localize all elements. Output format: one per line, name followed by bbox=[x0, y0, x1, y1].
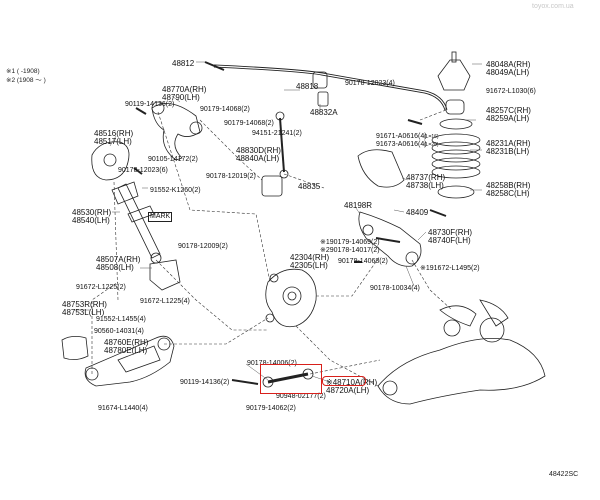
label-48835: 48835 bbox=[298, 182, 321, 191]
label-90178-12023-4: 90178-12023(4) bbox=[345, 80, 395, 87]
label-91673-a0616: 91673-A0616(4) bbox=[376, 141, 427, 148]
shock-top-mount bbox=[91, 141, 130, 181]
label-91672-l1225-4: 91672-L1225(4) bbox=[140, 298, 190, 305]
label-48530: 48530(RH) bbox=[72, 208, 112, 217]
label-48830d: 48830D(RH) bbox=[236, 146, 281, 155]
label-91671-length: (L=16) bbox=[424, 134, 439, 140]
label-90105-14172: 90105-14172(2) bbox=[148, 156, 198, 163]
stabilizer-bar bbox=[213, 64, 448, 111]
label-48540: 48540(LH) bbox=[72, 216, 110, 225]
label-48790: 48790(LH) bbox=[162, 93, 200, 102]
label-48840a: 48840A(LH) bbox=[236, 154, 280, 163]
label-91673-length: (L=20) bbox=[424, 142, 439, 148]
label-48770a: 48770A(RH) bbox=[162, 85, 207, 94]
label-48049a: 48049A(LH) bbox=[486, 68, 530, 77]
toe-link-highlight-box bbox=[260, 364, 322, 394]
lower-bracket bbox=[149, 259, 181, 291]
label-48409: 48409 bbox=[406, 208, 429, 217]
label-91552-l1455: 91552-L1455(4) bbox=[96, 316, 146, 323]
label-90178-12023-6: 90178-12023(6) bbox=[118, 167, 168, 174]
label-48710a: ※48710A(RH) bbox=[326, 378, 378, 387]
watermark: toyox.com.ua bbox=[532, 3, 574, 10]
label-90179-14062: 90179-14062(2) bbox=[246, 405, 296, 412]
spring-bumper bbox=[357, 149, 405, 188]
label-48740f: 48740F(LH) bbox=[428, 236, 471, 245]
bump-stopper bbox=[445, 99, 465, 115]
legend-note-1: ※1 ( -1908) bbox=[6, 68, 40, 75]
label-48753l: 48753L(LH) bbox=[62, 308, 105, 317]
label-48258b: 48258B(RH) bbox=[486, 181, 531, 190]
label-42305: 42305(LH) bbox=[290, 261, 328, 270]
label-48507a: 48507A(RH) bbox=[96, 255, 141, 264]
label-90179-14068-a: 90179-14068(2) bbox=[200, 106, 250, 113]
rear-arm-assembly bbox=[377, 338, 546, 405]
label-48818: 48818 bbox=[296, 82, 319, 91]
legend-note-2: ※2 (1908 〜 ) bbox=[6, 77, 46, 84]
label-90560-14031: 90560-14031(4) bbox=[94, 328, 144, 335]
label-90178-12009: 90178-12009(2) bbox=[178, 243, 228, 250]
label-42304: 42304(RH) bbox=[290, 253, 330, 262]
trailing-arm bbox=[358, 211, 422, 267]
label-48258c: 48258C(LH) bbox=[486, 189, 530, 198]
label-48780e: 48780E(LH) bbox=[104, 346, 148, 355]
label-90119-14136-a: 90119-14136(2) bbox=[125, 101, 175, 108]
label-90178-14017: ※290178-14017(2) bbox=[320, 247, 380, 254]
upper-mount bbox=[437, 59, 471, 91]
label-48720a: 48720A(LH) bbox=[326, 386, 370, 395]
label-mark: MARK bbox=[148, 212, 173, 222]
label-90119-14136-b: 90119-14136(2) bbox=[180, 379, 230, 386]
label-48231b: 48231B(LH) bbox=[486, 147, 530, 156]
label-48832a: 48832A bbox=[310, 108, 338, 117]
label-91672-l1030: 91672-L1030(6) bbox=[486, 88, 536, 95]
stabilizer-bar-inner bbox=[213, 65, 447, 111]
label-90179-14068-b: 90179-14068(2) bbox=[224, 120, 274, 127]
label-90179-14069: ※190179-14069(2) bbox=[320, 239, 380, 246]
label-48517: 48517(LH) bbox=[94, 137, 132, 146]
label-48753r: 48753R(RH) bbox=[62, 300, 107, 309]
label-90178-12019: 90178-12019(2) bbox=[206, 173, 256, 180]
stabilizer-link bbox=[279, 117, 285, 173]
coil-spring bbox=[431, 133, 481, 179]
stabilizer-bushing bbox=[312, 71, 328, 89]
label-90179-14068-c: 90179-14068(2) bbox=[338, 258, 388, 265]
label-48737: 48737(RH) bbox=[406, 173, 446, 182]
label-90178-14006: 90178-14006(2) bbox=[247, 360, 297, 367]
steering-knuckle bbox=[265, 268, 317, 328]
label-48048a: 48048A(RH) bbox=[486, 60, 531, 69]
spring-upper-insulator bbox=[439, 118, 473, 130]
label-48812: 48812 bbox=[172, 59, 195, 68]
label-48760e: 48760E(RH) bbox=[104, 338, 149, 347]
label-90178-10034: 90178-10034(4) bbox=[370, 285, 420, 292]
label-91552-k1260: 91552-K1260(2) bbox=[150, 187, 201, 194]
label-94151-21241: 94151-21241(2) bbox=[252, 130, 302, 137]
label-48257c: 48257C(RH) bbox=[486, 106, 531, 115]
label-48516: 48516(RH) bbox=[94, 129, 134, 138]
label-48738: 48738(LH) bbox=[406, 181, 444, 190]
spring-lower-insulator bbox=[437, 185, 475, 199]
diagram-code: 48422SC bbox=[549, 471, 579, 478]
label-48508: 48508(LH) bbox=[96, 263, 134, 272]
label-48259a: 48259A(LH) bbox=[486, 114, 530, 123]
part-number-highlight bbox=[322, 376, 366, 386]
upper-arm bbox=[151, 103, 201, 161]
shock-absorber bbox=[117, 183, 161, 259]
label-90948-02177: 90948-02177(2) bbox=[276, 393, 326, 400]
arm-bushing-block bbox=[61, 336, 89, 360]
label-48730f: 48730F(RH) bbox=[428, 228, 473, 237]
toe-control-link bbox=[267, 372, 309, 384]
label-91674-l1440: 91674-L1440(4) bbox=[98, 405, 148, 412]
label-91672-l1225-2: 91672-L1225(2) bbox=[76, 284, 126, 291]
label-48231a: 48231A(RH) bbox=[486, 139, 531, 148]
lower-arm bbox=[84, 335, 175, 387]
label-91672-l1495: ※191672-L1495(2) bbox=[420, 265, 480, 272]
label-91671-a0616: 91671-A0616(4) bbox=[376, 133, 427, 140]
label-48198r: 48198R bbox=[344, 201, 373, 210]
